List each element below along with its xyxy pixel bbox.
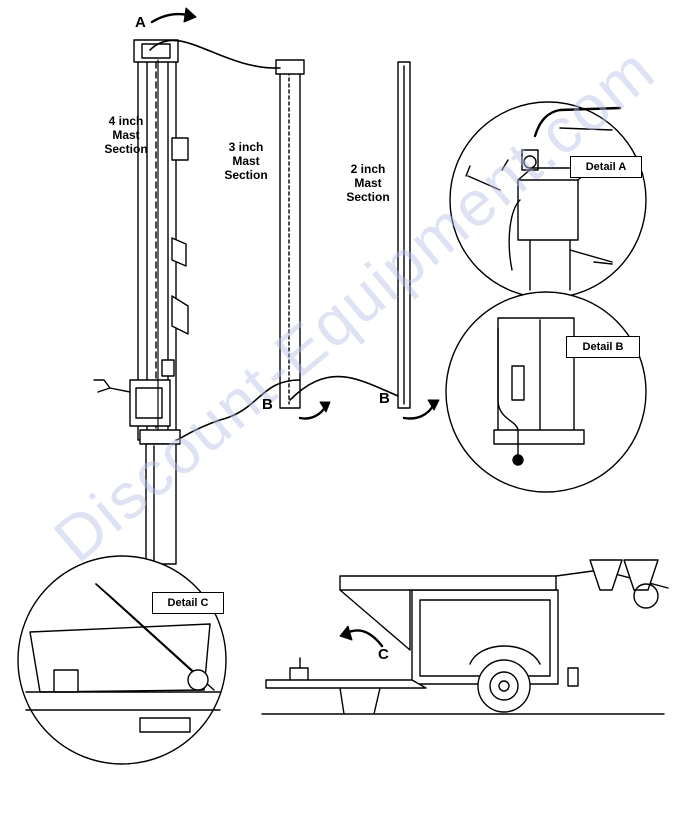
label-3-inch-mast: 3 inch Mast Section	[224, 140, 268, 182]
light-tower-trailer	[261, 559, 669, 715]
arrow-b1	[298, 404, 328, 420]
mast-2-inch	[397, 61, 411, 409]
label-4-inch-mast: 4 inch Mast Section	[104, 114, 148, 156]
label-point-c: C	[378, 646, 389, 663]
detail-b-view	[445, 291, 647, 493]
cable	[149, 39, 399, 441]
mast-3-inch	[275, 59, 305, 409]
label-point-b-second: B	[379, 390, 390, 407]
label-2-inch-mast: 2 inch Mast Section	[346, 162, 390, 204]
detail-b-label: Detail B	[566, 336, 640, 358]
detail-a-view	[449, 101, 647, 299]
detail-c-view	[17, 555, 227, 765]
detail-c-label: Detail C	[152, 592, 224, 614]
mast-4-inch	[93, 39, 189, 565]
label-point-a: A	[135, 14, 146, 31]
detail-a-label: Detail A	[570, 156, 642, 178]
label-point-b-first: B	[262, 396, 273, 413]
